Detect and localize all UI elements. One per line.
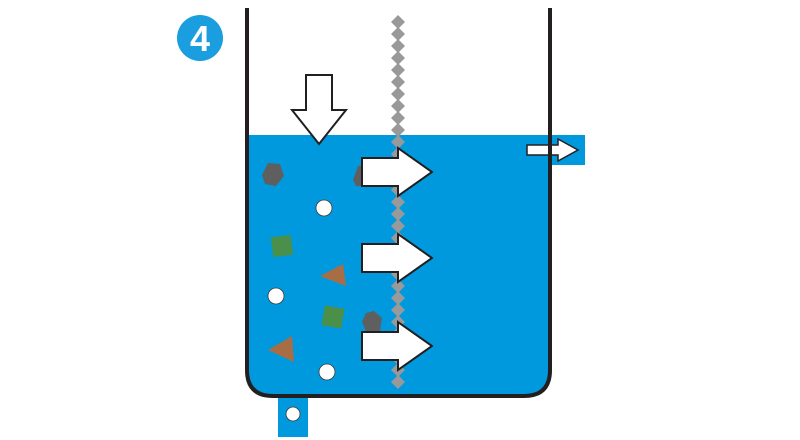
screen-diamond: [391, 27, 405, 41]
tank-outline: [245, 8, 552, 398]
step-number: 4: [190, 18, 210, 59]
screen-diamond: [391, 135, 405, 149]
screen-diamond: [391, 207, 405, 221]
screen-diamond: [391, 219, 405, 233]
rock-particle: [262, 163, 284, 186]
screen-diamond: [391, 87, 405, 101]
screen-diamond: [391, 195, 405, 209]
bubble-particle: [315, 199, 333, 217]
screen-diamond: [391, 15, 405, 29]
triangle-particle: [268, 336, 294, 362]
screen-diamond: [391, 291, 405, 305]
down-arrow-icon: [289, 74, 349, 146]
screen-diamond: [391, 303, 405, 317]
screen-diamond: [391, 123, 405, 137]
screen-diamond: [391, 63, 405, 77]
screen-diamond: [391, 279, 405, 293]
screen-diamond: [391, 375, 405, 389]
step-badge-circle: [177, 15, 223, 61]
step-badge: 4: [177, 15, 223, 61]
screen-diamond: [391, 75, 405, 89]
drain-bubble: [285, 406, 301, 422]
right-arrow-icon: [361, 232, 434, 284]
right-arrow-icon: [361, 146, 434, 198]
rock-particle: [362, 311, 382, 331]
screen-diamond: [391, 99, 405, 113]
square-particle: [321, 305, 345, 329]
screen-diamond: [391, 39, 405, 53]
right-arrow-icon: [361, 320, 434, 372]
bubble-particle: [318, 363, 336, 381]
outlet-arrow-icon: [526, 137, 580, 163]
bubble-particle: [267, 287, 285, 305]
screen-diamond: [391, 51, 405, 65]
screen-diamond: [391, 111, 405, 125]
triangle-particle: [320, 264, 346, 286]
square-particle: [270, 234, 294, 258]
